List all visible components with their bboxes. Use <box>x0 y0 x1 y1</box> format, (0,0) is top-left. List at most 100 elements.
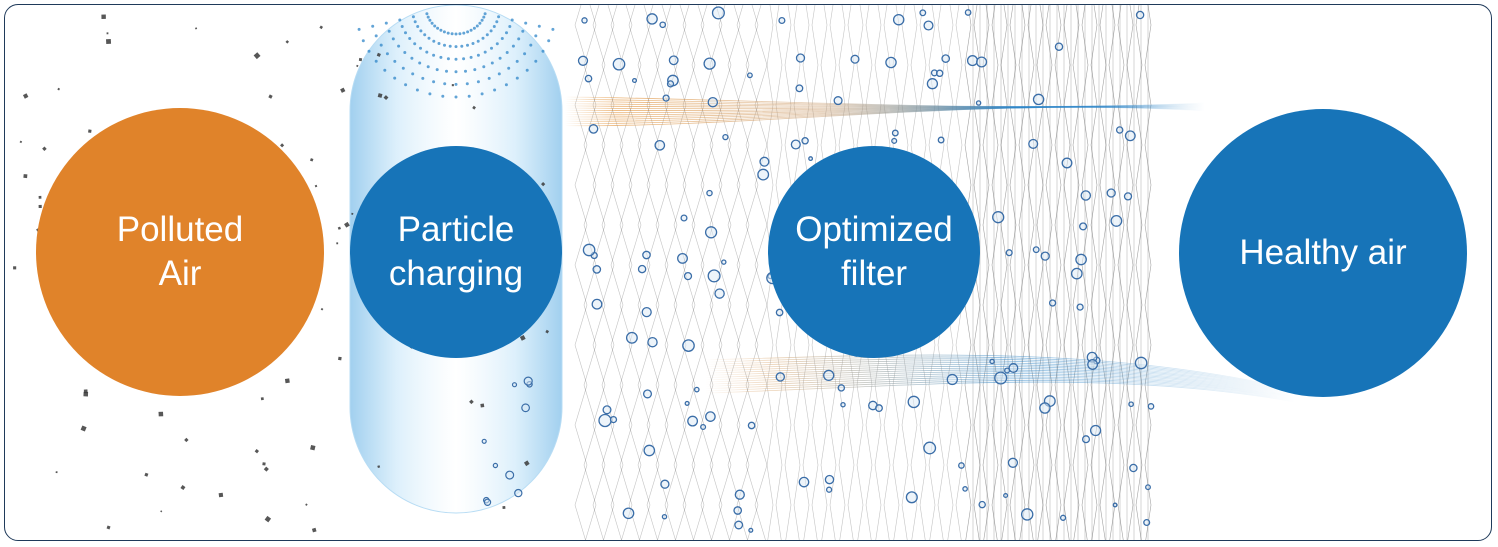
charged-particle <box>581 17 588 24</box>
ion-dot <box>472 26 476 30</box>
ion-dot <box>391 37 395 41</box>
ionizer-dots <box>357 12 555 99</box>
charged-particle <box>659 21 667 29</box>
ion-dot <box>401 66 405 70</box>
filter-fiber <box>1027 5 1035 540</box>
charged-particle <box>778 16 786 25</box>
dust-particle <box>23 174 28 179</box>
charged-particle <box>662 94 670 102</box>
ion-dot <box>480 92 484 96</box>
charged-particle <box>637 264 647 274</box>
dust-particle <box>319 25 324 30</box>
charged-particle <box>966 55 979 67</box>
ion-dot <box>521 29 525 33</box>
charged-particle <box>1004 367 1011 374</box>
ion-dot <box>418 61 422 65</box>
ion-dot <box>478 21 482 25</box>
dust-particle <box>254 449 260 454</box>
charged-particle <box>946 373 958 386</box>
charged-particle <box>1048 299 1057 307</box>
charged-particle <box>711 6 725 20</box>
ion-dot <box>471 42 475 45</box>
ion-dot <box>415 88 419 92</box>
filter-fiber <box>1045 5 1053 540</box>
filter-fiber <box>1072 5 1080 540</box>
charged-particle <box>746 72 753 79</box>
charged-particle <box>1007 457 1019 468</box>
ion-dot <box>367 49 371 53</box>
stage-label-healthy-air: Healthy air <box>1239 233 1407 272</box>
ion-dot <box>419 29 423 33</box>
filter-fiber <box>601 5 615 540</box>
ion-dot <box>534 59 538 63</box>
ion-dot <box>404 83 408 87</box>
charged-particle <box>1081 435 1091 444</box>
flow-line <box>704 358 1296 392</box>
charged-particle <box>941 54 951 63</box>
ion-dot <box>432 39 436 43</box>
ion-dot <box>508 25 512 28</box>
charged-particle <box>734 489 745 500</box>
dust-particle <box>284 378 290 384</box>
charged-particle <box>892 13 905 26</box>
charged-particle <box>1075 253 1087 266</box>
ion-dot <box>483 50 487 54</box>
ion-dot <box>454 45 458 49</box>
filter-fiber <box>655 5 669 540</box>
flow-line <box>704 365 1296 396</box>
dust-particle <box>519 334 526 341</box>
ion-dot <box>490 61 494 65</box>
filter-fiber <box>619 5 633 540</box>
flow-line <box>704 356 1296 392</box>
ion-dot <box>454 70 458 74</box>
stage-label-polluted-air: Polluted Air <box>116 210 244 293</box>
charged-particle <box>584 74 593 83</box>
charged-particle <box>1079 222 1088 231</box>
ion-dot <box>385 52 389 56</box>
charged-particle <box>885 56 897 69</box>
ion-dot <box>473 68 477 72</box>
charged-particle <box>523 376 533 386</box>
charged-particle <box>825 486 833 493</box>
ion-dot <box>547 39 551 43</box>
ion-dot <box>489 29 493 33</box>
charged-particle <box>1040 251 1050 261</box>
ion-dot <box>432 80 436 84</box>
ion-dot <box>517 37 521 41</box>
charged-particle <box>1135 10 1145 20</box>
ion-dot <box>525 68 529 72</box>
ion-dot <box>511 44 515 48</box>
ion-dot <box>462 31 466 35</box>
flow-line <box>704 362 1296 394</box>
dust-particle <box>144 472 149 477</box>
ion-dot <box>464 69 467 73</box>
flow-line <box>704 364 1296 395</box>
ion-dot <box>387 29 391 33</box>
charged-particle <box>687 415 699 427</box>
dust-particle <box>472 105 476 110</box>
charged-particle <box>598 413 612 428</box>
filter-fiber <box>700 5 714 540</box>
dust-particle <box>320 307 324 311</box>
ion-dot <box>504 83 508 87</box>
ion-dot <box>379 43 383 47</box>
ion-dot <box>469 55 473 59</box>
dust-particle <box>42 146 47 152</box>
charged-particle <box>1032 246 1040 254</box>
charged-particle <box>1129 463 1138 473</box>
dust-particle <box>338 356 342 361</box>
stage-label-optimized-filter: Optimized filter <box>795 210 953 293</box>
dust-particle <box>305 503 308 506</box>
ion-dot <box>384 21 388 25</box>
ion-dot <box>439 55 443 59</box>
charged-particle <box>588 124 599 134</box>
ion-dot <box>411 72 415 76</box>
charged-particle <box>661 513 668 520</box>
flow-line <box>704 371 1296 398</box>
filter-fiber <box>592 5 606 540</box>
ion-dot <box>430 21 434 25</box>
charged-particle <box>833 96 843 106</box>
filter-fiber <box>628 5 642 540</box>
charged-particle <box>790 139 801 150</box>
charged-particle <box>1028 138 1039 149</box>
